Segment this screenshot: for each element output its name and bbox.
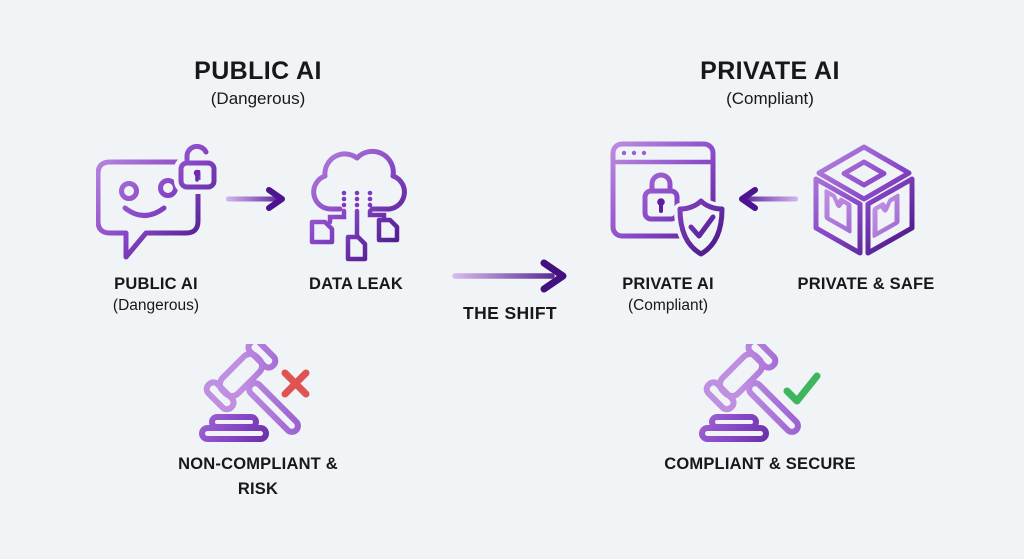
chatbot-unlocked-icon bbox=[96, 143, 218, 261]
gavel-check-icon bbox=[697, 344, 837, 448]
cloud-data-leak-icon bbox=[300, 143, 410, 263]
secure-box-icon bbox=[812, 143, 916, 259]
arrow-right-icon bbox=[226, 187, 288, 211]
arrow-left-icon bbox=[736, 187, 798, 211]
public-ai-title: PUBLIC AI bbox=[194, 57, 322, 85]
public-ai-header: PUBLIC AI (Dangerous) bbox=[108, 58, 408, 109]
compliant-label: COMPLIANT & SECURE bbox=[664, 455, 856, 473]
shift-arrow-icon bbox=[452, 258, 574, 294]
cross-mark-icon bbox=[281, 369, 310, 398]
private-ai-title: PRIVATE AI bbox=[700, 57, 840, 85]
shift-label: THE SHIFT bbox=[462, 303, 557, 323]
non-compliant-label: NON-COMPLIANT & RISK bbox=[178, 455, 338, 498]
gavel-cross-icon bbox=[197, 344, 337, 448]
public-ai-node-label: PUBLIC AI (Dangerous) bbox=[112, 275, 200, 314]
private-ai-node-label: PRIVATE AI (Compliant) bbox=[622, 275, 714, 314]
private-safe-label: PRIVATE & SAFE bbox=[797, 275, 935, 293]
check-mark-icon bbox=[783, 372, 821, 405]
private-ai-header: PRIVATE AI (Compliant) bbox=[620, 58, 920, 109]
public-ai-subtitle: (Dangerous) bbox=[210, 89, 306, 108]
data-leak-label: DATA LEAK bbox=[308, 275, 404, 293]
private-ai-subtitle: (Compliant) bbox=[726, 89, 814, 108]
browser-lock-shield-icon bbox=[610, 141, 730, 263]
